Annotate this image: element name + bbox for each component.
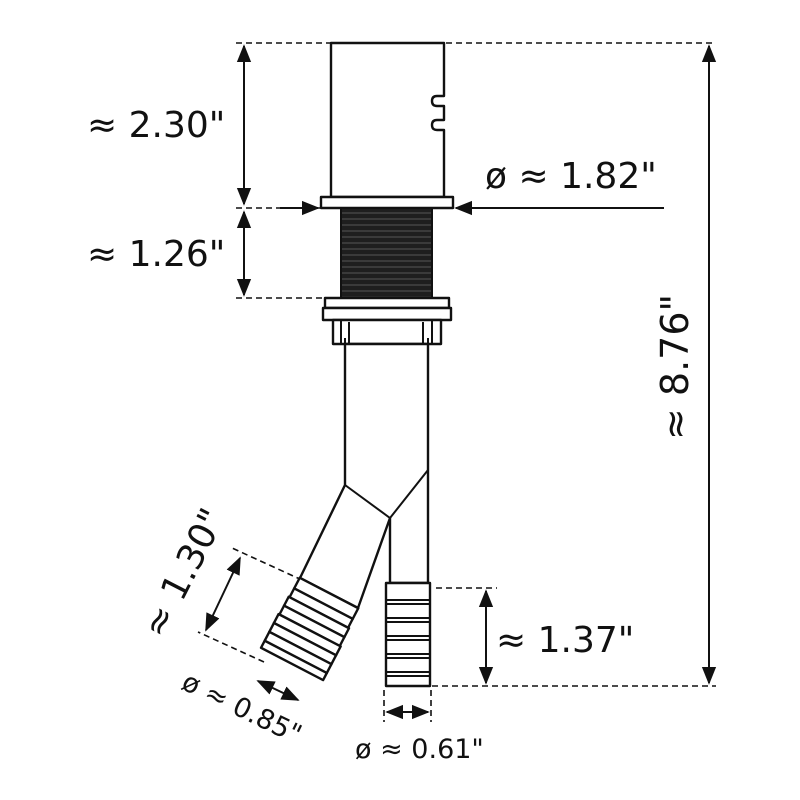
- angled-branch-diameter-label: ø ≈ 0.85": [177, 666, 306, 750]
- total-height-label: ≈ 8.76": [653, 294, 697, 440]
- straight-branch-diameter-label: ø ≈ 0.61": [355, 734, 484, 765]
- cap-diameter-label: ø ≈ 1.82": [485, 156, 657, 197]
- lower-flange: [321, 296, 453, 350]
- cap-height-label: ≈ 2.30": [87, 105, 225, 146]
- thread-height-label: ≈ 1.26": [87, 234, 225, 275]
- angled-barb: [259, 576, 360, 682]
- angled-branch-length-label: ≈ 1.30": [134, 502, 233, 644]
- straight-barb: [384, 581, 432, 688]
- threaded-shank: [340, 207, 433, 299]
- cap-body: [319, 41, 455, 210]
- straight-branch-length-label: ≈ 1.37": [496, 620, 634, 661]
- extension-lines: [197, 42, 716, 722]
- body-tube: [298, 342, 430, 610]
- dimension-arrows: [205, 44, 717, 720]
